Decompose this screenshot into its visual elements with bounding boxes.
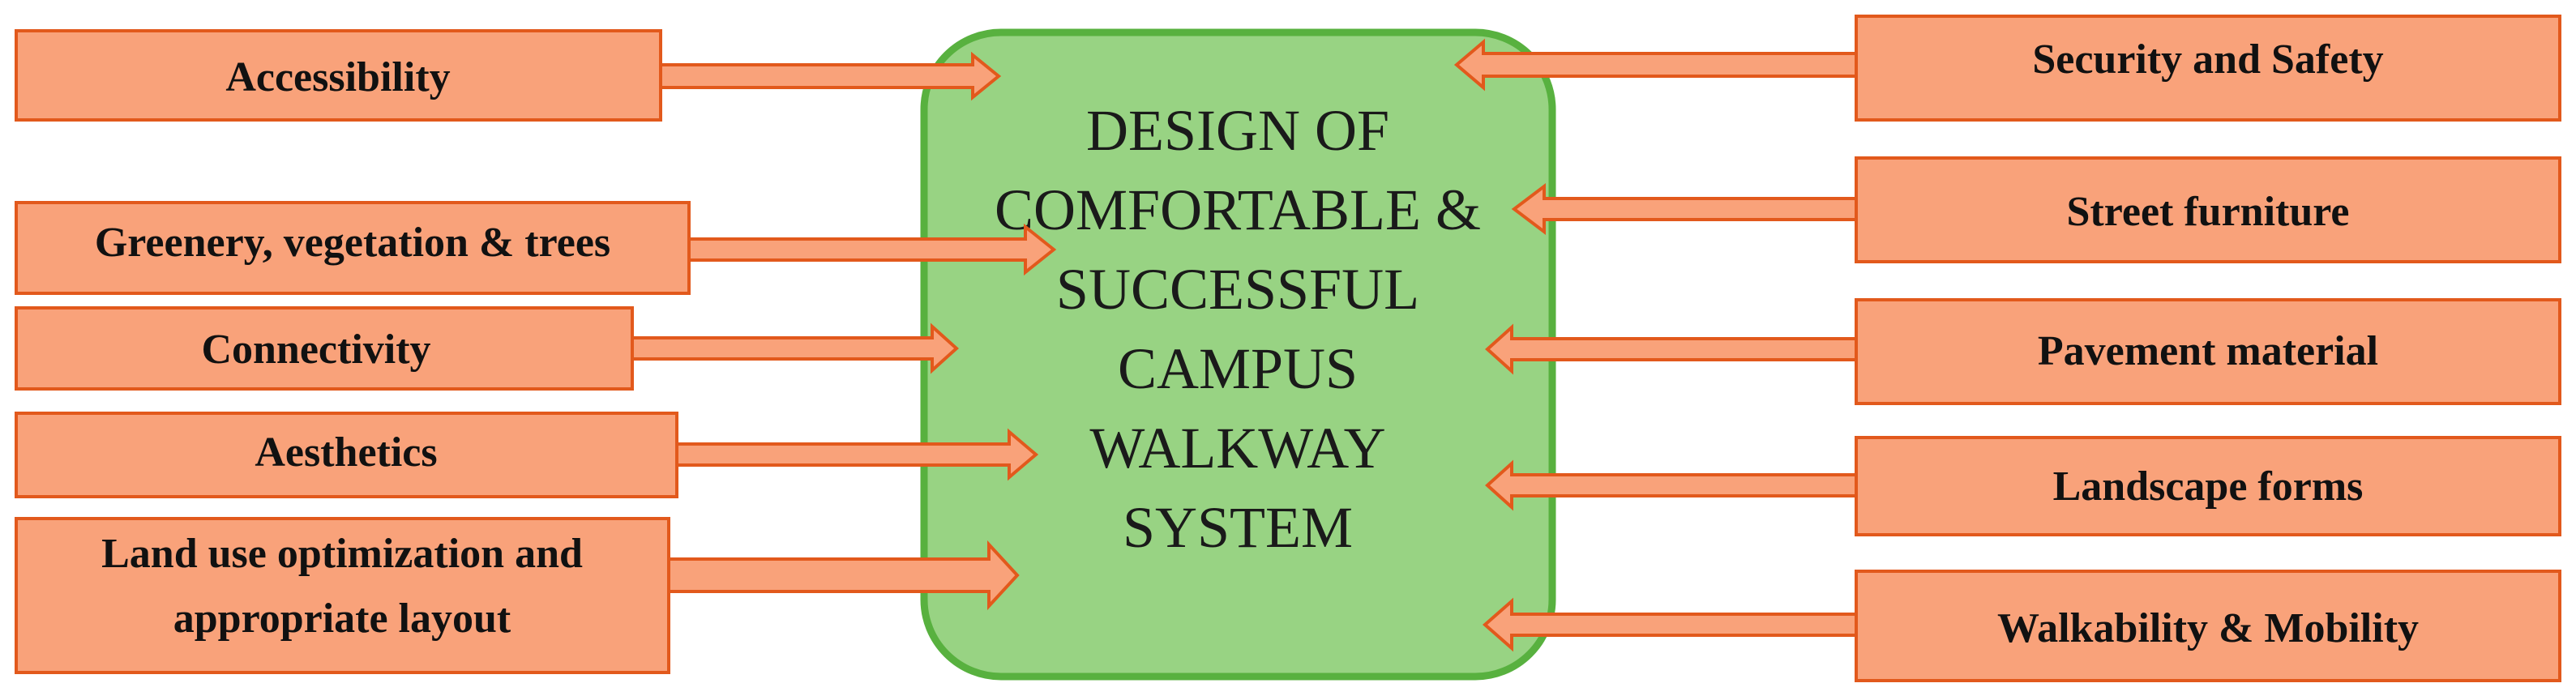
label-street-furniture: Street furniture <box>2067 189 2350 235</box>
label-walkability: Walkability & Mobility <box>1997 605 2419 651</box>
factor-connectivity: Connectivity <box>15 306 959 391</box>
label-accessibility: Accessibility <box>225 54 450 100</box>
box-walkability <box>1855 570 2561 682</box>
factor-greenery: Greenery, vegetation & trees <box>15 201 1057 295</box>
arrow-accessibility <box>651 51 1002 101</box>
factor-walkability: Walkability & Mobility <box>1482 570 2561 682</box>
center-title-line-3: SUCCESSFUL <box>1056 257 1419 322</box>
factor-land-use: Land use optimization and appropriate la… <box>15 517 1020 674</box>
factor-accessibility: Accessibility <box>15 29 1002 122</box>
arrow-street-furniture <box>1511 182 1866 236</box>
center-title-line-5: WALKWAY <box>1089 416 1385 480</box>
box-security <box>1855 15 2561 122</box>
arrow-greenery <box>679 223 1057 276</box>
label-pavement: Pavement material <box>2038 328 2378 374</box>
label-security: Security and Safety <box>2032 36 2383 83</box>
box-landscape <box>1855 436 2561 536</box>
center-title-line-4: CAMPUS <box>1118 336 1358 401</box>
arrow-connectivity <box>623 322 959 374</box>
arrow-landscape <box>1485 459 1866 511</box>
box-pavement <box>1855 298 2561 405</box>
label-land-use-line-2: appropriate layout <box>173 596 511 642</box>
box-accessibility <box>15 29 662 122</box>
center-title-line-6: SYSTEM <box>1123 495 1353 560</box>
box-land-use <box>15 517 670 674</box>
arrow-security <box>1453 38 1866 92</box>
label-land-use-line-1: Land use optimization and <box>101 531 583 577</box>
center-title-line-1: DESIGN OF <box>1086 98 1389 163</box>
factor-street-furniture: Street furniture <box>1511 156 2561 263</box>
label-connectivity: Connectivity <box>201 327 430 373</box>
arrow-land-use <box>659 540 1020 611</box>
label-aesthetics: Aesthetics <box>255 429 437 476</box>
box-street-furniture <box>1855 156 2561 263</box>
center-title-line-2: COMFORTABLE & <box>995 177 1481 242</box>
factor-security: Security and Safety <box>1453 15 2561 122</box>
arrow-pavement <box>1485 323 1866 375</box>
box-greenery <box>15 201 691 295</box>
factor-pavement: Pavement material <box>1485 298 2561 405</box>
label-landscape: Landscape forms <box>2053 463 2364 510</box>
factor-landscape: Landscape forms <box>1485 436 2561 536</box>
box-aesthetics <box>15 412 678 498</box>
box-connectivity <box>15 306 634 391</box>
arrow-walkability <box>1482 597 1866 652</box>
arrow-aesthetics <box>667 428 1039 481</box>
label-greenery: Greenery, vegetation & trees <box>95 220 610 266</box>
center-node: DESIGN OF COMFORTABLE & SUCCESSFUL CAMPU… <box>920 28 1556 681</box>
factor-aesthetics: Aesthetics <box>15 412 1039 498</box>
